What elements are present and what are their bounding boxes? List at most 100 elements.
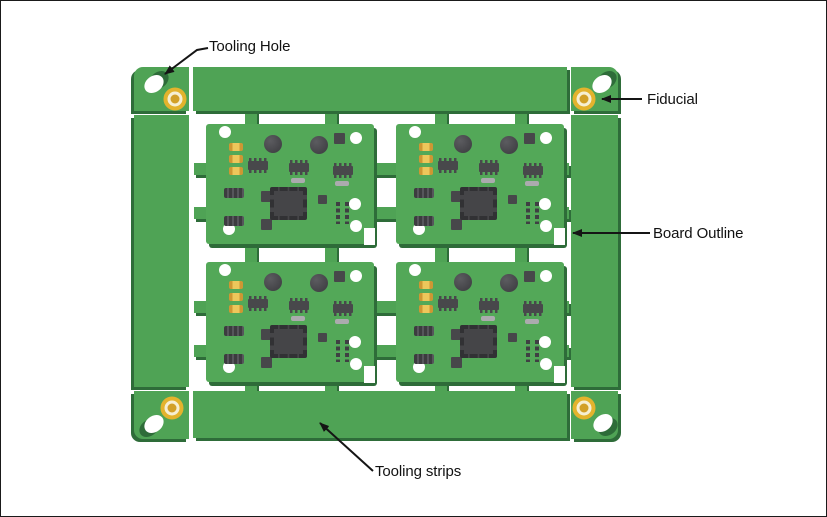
pcb-board-3 <box>206 262 375 383</box>
panel-tab <box>245 241 257 265</box>
component-hole <box>350 270 362 282</box>
rail-left <box>134 115 189 387</box>
panel-tab <box>194 301 206 313</box>
panel-tab <box>245 379 257 393</box>
component-conn <box>224 326 244 336</box>
component-hole <box>413 223 425 235</box>
component-res <box>335 181 349 186</box>
component-sq <box>451 357 462 368</box>
panel-tab <box>194 207 206 219</box>
component-sq <box>524 271 535 282</box>
component-rcap <box>264 273 282 291</box>
component-hole <box>350 220 362 232</box>
panel-tab <box>564 163 569 175</box>
component-res <box>525 319 539 324</box>
fiducial-label: Fiducial <box>647 91 698 108</box>
fiducial-mark <box>163 87 187 111</box>
component-ycap <box>229 155 243 163</box>
panel-tab <box>435 241 447 265</box>
component-pins2 <box>526 202 539 224</box>
component-rcap <box>454 273 472 291</box>
component-pins2 <box>336 202 349 224</box>
tooling-strips-label: Tooling strips <box>375 463 462 480</box>
tooling-hole-label: Tooling Hole <box>209 38 291 55</box>
component-hole <box>223 361 235 373</box>
component-ycap <box>229 143 243 151</box>
component-hole <box>540 270 552 282</box>
component-hole <box>540 132 552 144</box>
component-conn <box>414 326 434 336</box>
component-hole <box>539 198 551 210</box>
component-rcap <box>500 274 518 292</box>
panel-tab <box>372 345 398 357</box>
component-soic <box>438 158 458 173</box>
component-conn <box>224 354 244 364</box>
component-conn <box>224 216 244 226</box>
component-soic <box>333 301 353 316</box>
component-soic <box>479 160 499 175</box>
panel-tab <box>564 207 569 219</box>
corner-block-tr <box>571 67 621 111</box>
component-hole <box>539 336 551 348</box>
component-soic <box>289 298 309 313</box>
panel-tab <box>372 163 398 175</box>
component-sq <box>524 133 535 144</box>
panel-tab <box>515 379 527 393</box>
component-res <box>481 316 495 321</box>
component-hole <box>409 264 421 276</box>
component-qfp <box>270 187 307 220</box>
component-soic <box>438 296 458 311</box>
component-sq <box>451 329 462 340</box>
component-qfp <box>460 325 497 358</box>
component-sq <box>334 133 345 144</box>
pcb-board-4 <box>396 262 565 383</box>
component-soic <box>248 296 268 311</box>
component-hole <box>540 220 552 232</box>
component-soic <box>523 163 543 178</box>
component-ycap <box>419 305 433 313</box>
panel-tab <box>325 241 337 265</box>
component-sq <box>334 271 345 282</box>
component-ycap <box>229 305 243 313</box>
component-rcap <box>500 136 518 154</box>
component-ycap <box>229 167 243 175</box>
fiducial-mark <box>572 87 596 111</box>
component-sq <box>318 333 327 342</box>
component-res <box>291 178 305 183</box>
component-pins2 <box>336 340 349 362</box>
fiducial-mark <box>572 396 596 420</box>
panel-tab <box>325 108 337 126</box>
component-ycap <box>419 293 433 301</box>
component-hole <box>349 336 361 348</box>
component-rcap <box>310 274 328 292</box>
component-conn <box>224 188 244 198</box>
component-ycap <box>419 143 433 151</box>
component-sq <box>261 329 272 340</box>
corner-block-br <box>571 391 622 440</box>
panel-tab <box>194 345 206 357</box>
component-sq <box>451 219 462 230</box>
component-ycap <box>229 293 243 301</box>
fiducial-mark <box>160 396 184 420</box>
pcb-board-1 <box>206 124 375 245</box>
panel-tab <box>325 379 337 393</box>
component-sq <box>261 219 272 230</box>
component-conn <box>414 216 434 226</box>
component-sq <box>261 357 272 368</box>
panel-tab <box>435 379 447 393</box>
component-soic <box>479 298 499 313</box>
component-ycap <box>419 281 433 289</box>
component-sq <box>261 191 272 202</box>
panel-tab <box>372 207 398 219</box>
component-hole <box>223 223 235 235</box>
component-hole <box>540 358 552 370</box>
component-sq <box>318 195 327 204</box>
component-soic <box>523 301 543 316</box>
component-res <box>291 316 305 321</box>
component-sq <box>508 333 517 342</box>
component-sq <box>508 195 517 204</box>
rail-right <box>571 115 618 387</box>
component-conn <box>414 188 434 198</box>
component-ycap <box>229 281 243 289</box>
